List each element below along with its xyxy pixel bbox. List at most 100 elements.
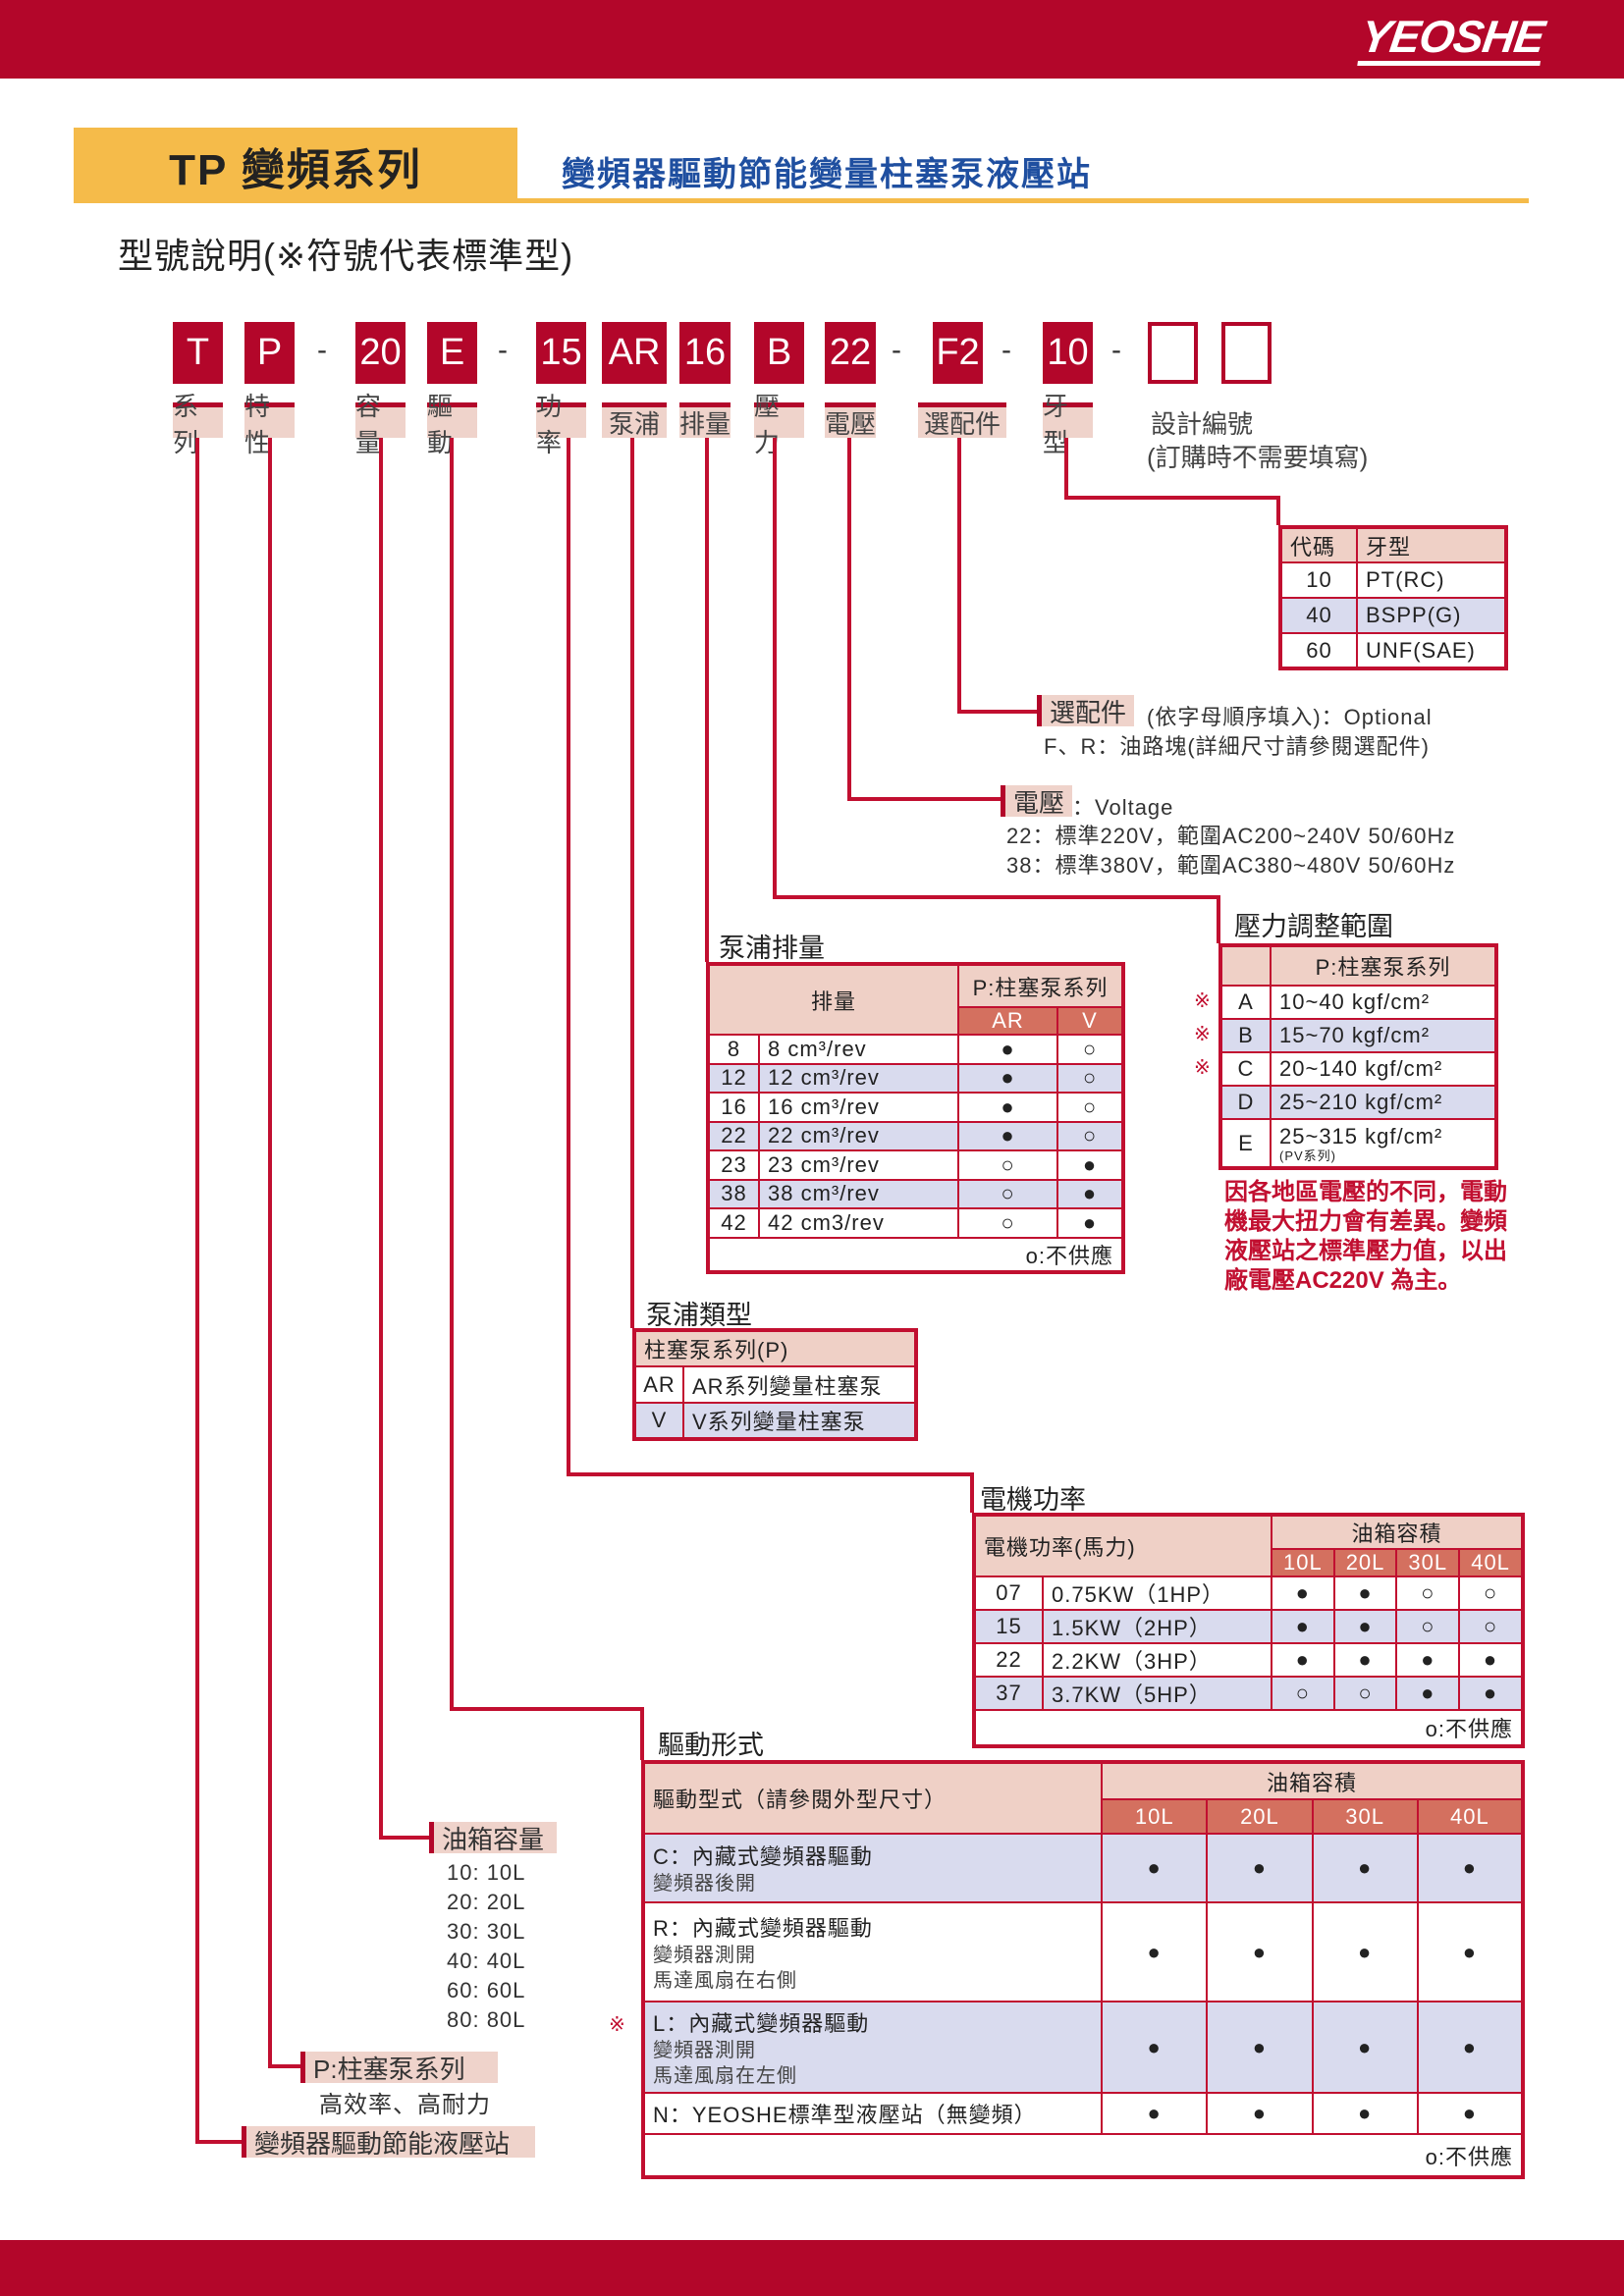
ar-availability: ●: [956, 1092, 1058, 1123]
availability: ●: [1270, 1642, 1335, 1678]
table-footer: o:不供應: [642, 2133, 1524, 2178]
table-row: D 25~210 kgf/cm²: [1219, 1085, 1497, 1120]
code-label: 泵浦: [602, 402, 667, 439]
v-availability: ○: [1056, 1034, 1125, 1065]
pressure-note: 因各地區電壓的不同，電動機最大扭力會有差異。變頻液壓站之標準壓力值，以出廠電壓A…: [1224, 1179, 1507, 1294]
col-header-piston-series: 柱塞泵系列(P): [633, 1329, 917, 1367]
pressure-code: D: [1219, 1085, 1272, 1120]
title-underline: [517, 198, 1529, 203]
availability: ○: [1332, 1676, 1398, 1711]
table-footer: o:不供應: [707, 1236, 1124, 1273]
col-header-drive-type: 驅動型式（請參閱外型尺寸）: [641, 1761, 1104, 1835]
code-label: 功率: [536, 392, 586, 457]
drive-type-title: C：內藏式變頻器驅動: [653, 1844, 873, 1869]
drive-type-title: L：內藏式變頻器驅動: [653, 2010, 870, 2036]
col-header-tank-size: 10L: [1270, 1548, 1335, 1577]
code-segment: AR: [602, 322, 667, 384]
displacement-value: 23 cm³/rev: [758, 1149, 959, 1181]
pressure-range-cell: 20~140 kgf/cm²: [1270, 1051, 1497, 1087]
drive-type-note: 變頻器測開: [653, 2039, 756, 2061]
ar-availability: ●: [956, 1062, 1058, 1094]
availability: ●: [1206, 2092, 1314, 2135]
availability: ○: [1270, 1676, 1335, 1711]
v-availability: ○: [1056, 1120, 1125, 1151]
col-header-piston-series: P:柱塞泵系列: [956, 963, 1125, 1008]
code-segment: B: [754, 322, 804, 384]
availability: ●: [1101, 1901, 1209, 2002]
pump-type-title: 泵浦類型: [646, 1301, 752, 1330]
code-separator: -: [498, 334, 508, 366]
pressure-range-cell: 10~40 kgf/cm²: [1270, 985, 1497, 1020]
code-label: 驅動: [427, 392, 477, 457]
voltage-label: 電壓: [1001, 785, 1073, 818]
pressure-range: 25~210 kgf/cm²: [1279, 1090, 1443, 1114]
drive-type-cell: C：內藏式變頻器驅動變頻器後開: [641, 1833, 1104, 1903]
voltage-line: 38：標準380V，範圍AC380~480V 50/60Hz: [1006, 853, 1456, 878]
code-segment: F2: [933, 322, 983, 384]
thread-type: PT(RC): [1356, 561, 1507, 599]
availability: ●: [1332, 1642, 1398, 1678]
displacement-value: 16 cm³/rev: [758, 1092, 959, 1123]
availability: ●: [1101, 2092, 1209, 2135]
availability: ●: [1332, 1575, 1398, 1611]
availability: ●: [1206, 2001, 1314, 2094]
availability: ●: [1206, 1901, 1314, 2002]
availability: ●: [1395, 1642, 1461, 1678]
availability: ●: [1206, 1833, 1314, 1903]
standard-mark: ※: [609, 2014, 625, 2036]
availability: ○: [1395, 1609, 1461, 1644]
col-header-tank-size: 30L: [1311, 1798, 1419, 1835]
tank-capacity-option: 30: 30L: [447, 1919, 526, 1944]
availability: ●: [1416, 1901, 1525, 2002]
code-label: 電壓: [825, 402, 876, 439]
v-availability: ●: [1056, 1178, 1125, 1209]
drive-title: 驅動形式: [658, 1731, 764, 1760]
tank-capacity-option: 40: 40L: [447, 1949, 526, 1973]
motor-power: 2.2KW（3HP）: [1042, 1642, 1272, 1678]
motor-code: 22: [973, 1642, 1044, 1678]
table-row: A 10~40 kgf/cm²: [1219, 985, 1497, 1020]
ar-availability: ○: [956, 1178, 1058, 1209]
tank-capacity-label: 油箱容量: [429, 1822, 557, 1854]
voltage-line: 22：標準220V，範圍AC200~240V 50/60Hz: [1006, 824, 1456, 848]
code-segment: E: [427, 322, 477, 384]
availability: ●: [1270, 1575, 1335, 1611]
displacement-value: 42 cm3/rev: [758, 1207, 959, 1239]
motor-power: 0.75KW（1HP）: [1042, 1575, 1272, 1611]
pressure-code: B: [1219, 1018, 1272, 1053]
col-header-tank-size: 40L: [1416, 1798, 1525, 1835]
availability: ●: [1416, 2092, 1525, 2135]
motor-code: 07: [973, 1575, 1044, 1611]
series-subtitle: 變頻器驅動節能變量柱塞泵液壓站: [562, 156, 1092, 193]
v-availability: ○: [1056, 1092, 1125, 1123]
motor-code: 15: [973, 1609, 1044, 1644]
pressure-range: 15~70 kgf/cm²: [1279, 1023, 1431, 1047]
code-segment: P: [244, 322, 295, 384]
displacement-title: 泵浦排量: [719, 934, 825, 963]
standard-mark: ※: [1194, 1057, 1211, 1079]
drive-type-cell: R：內藏式變頻器驅動變頻器測開馬達風扇在右側: [641, 1901, 1104, 2002]
pressure-code: A: [1219, 985, 1272, 1020]
displacement-code: 8: [707, 1034, 760, 1065]
pump-type-desc: AR系列變量柱塞泵: [682, 1365, 917, 1404]
table-row: C：內藏式變頻器驅動變頻器後開●●●●: [641, 1833, 1525, 1903]
displacement-value: 38 cm³/rev: [758, 1178, 959, 1209]
pressure-range: 10~40 kgf/cm²: [1279, 989, 1431, 1014]
drive-type-note: 變頻器後開: [653, 1873, 756, 1895]
code-label: 牙型: [1043, 392, 1093, 457]
v-availability: ●: [1056, 1207, 1125, 1239]
table-row: N：YEOSHE標準型液壓站（無變頻）●●●●: [641, 2092, 1525, 2135]
pressure-range: 25~315 kgf/cm²: [1279, 1123, 1443, 1148]
ar-availability: ○: [956, 1149, 1058, 1181]
pressure-code: E: [1219, 1118, 1272, 1169]
